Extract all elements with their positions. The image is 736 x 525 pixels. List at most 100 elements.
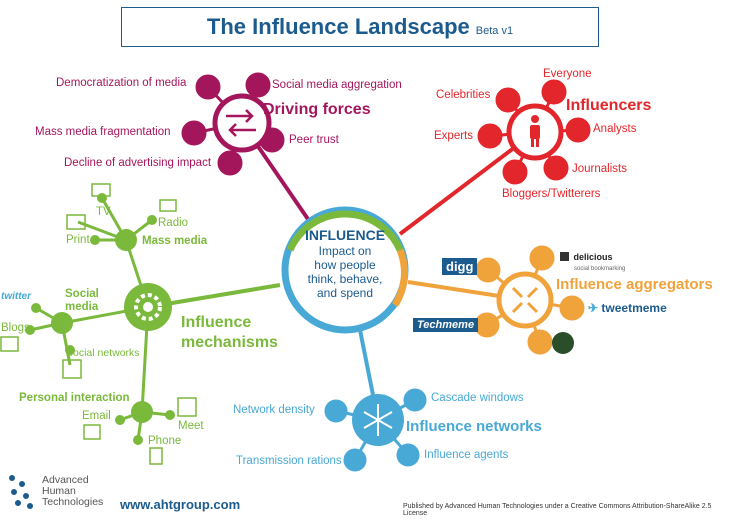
delicious-label: delicious <box>573 251 613 262</box>
blog-icon <box>0 336 19 352</box>
social-media-node <box>51 312 73 334</box>
personal-item: Email <box>82 410 111 422</box>
influencer-item: Bloggers/Twitterers <box>502 188 601 200</box>
influencer-item: Everyone <box>543 68 592 80</box>
network-item: Influence agents <box>424 449 509 461</box>
influencer-node <box>495 87 521 113</box>
company-name-line: Technologies <box>42 496 104 508</box>
personal-item: Phone <box>148 435 182 447</box>
aggregator-node <box>529 245 555 271</box>
delicious-tagline: social bookmarking <box>574 266 626 272</box>
network-node <box>396 443 420 467</box>
radio-icon <box>159 199 177 212</box>
personal-interaction-label: Personal interaction <box>19 392 130 404</box>
influencer-node <box>543 155 569 181</box>
company-name-line: Human <box>42 485 76 497</box>
social-icons <box>0 336 82 379</box>
social-media-label-line: Social <box>65 288 99 300</box>
center-line: Impact on <box>318 244 372 258</box>
social-media-label: Social media <box>65 288 99 314</box>
tweetmeme-label: tweetmeme <box>601 301 667 315</box>
mass-media-item: Radio <box>158 217 189 229</box>
tweetmeme-logo: ✈ tweetmeme <box>588 301 667 315</box>
influencer-node <box>565 117 591 143</box>
driving-node <box>245 72 271 98</box>
influencer-node <box>477 123 503 149</box>
digg-logo: digg <box>442 258 478 275</box>
center-line: think, behave, <box>307 272 383 286</box>
center-line: and spend <box>316 286 374 300</box>
delicious-icon <box>560 252 569 262</box>
phone-icon <box>149 447 163 465</box>
gear-icon <box>134 293 162 321</box>
center-line: how people <box>314 258 376 272</box>
tv-icon <box>91 183 111 197</box>
driving-forces-hub <box>212 93 272 153</box>
driving-node <box>195 74 221 100</box>
aggregator-node <box>527 329 553 355</box>
influencers-title: Influencers <box>566 97 652 114</box>
mechanisms-title: Influence mechanisms <box>181 313 278 353</box>
mass-media-label: Mass media <box>142 235 208 247</box>
network-node <box>343 448 367 472</box>
influencer-node <box>502 159 528 185</box>
network-item: Transmission rations <box>236 455 342 467</box>
driving-forces-item: Decline of advertising impact <box>64 157 212 169</box>
tweetmeme-icon: ✈ <box>588 301 599 315</box>
personal-item: Meet <box>178 420 204 432</box>
license-note: Published by Advanced Human Technologies… <box>403 503 712 517</box>
social-media-item: Social networks <box>66 347 140 359</box>
stumbleupon-logo <box>552 332 574 354</box>
driving-forces-title: Driving forces <box>263 101 371 118</box>
center-heading: INFLUENCE <box>304 227 386 243</box>
email-icon <box>83 424 101 440</box>
mechanisms-title-line: mechanisms <box>181 334 278 351</box>
networks-title: Influence networks <box>406 418 542 435</box>
techmeme-logo: Techmeme <box>413 318 479 332</box>
mass-media-item: TV <box>96 206 111 218</box>
influencer-item: Experts <box>434 130 473 142</box>
aggregators-title: Influence aggregators <box>556 276 713 293</box>
driving-node <box>217 150 243 176</box>
meet-icon <box>177 397 197 417</box>
snowflake-icon <box>363 404 393 436</box>
influencer-node <box>541 79 567 105</box>
print-icon <box>66 214 86 230</box>
social-media-label-line: media <box>65 301 99 313</box>
influencer-item: Celebrities <box>436 89 491 101</box>
personal-interaction-node <box>131 401 153 423</box>
network-item: Network density <box>233 404 315 416</box>
diagram-title: The Influence Landscape <box>206 14 470 39</box>
driving-forces-item: Social media aggregation <box>272 79 402 91</box>
social-network-icon <box>62 359 82 379</box>
mass-media-icons <box>66 183 177 230</box>
aggregator-node <box>559 295 585 321</box>
twitter-logo: twitter <box>1 291 31 302</box>
network-node <box>403 388 427 412</box>
website-link[interactable]: www.ahtgroup.com <box>120 497 241 512</box>
driving-node <box>181 120 207 146</box>
driving-forces-item: Democratization of media <box>56 77 187 89</box>
arrows-icon <box>226 109 256 137</box>
company-name: Advanced Human Technologies <box>42 475 103 508</box>
aggregators-hub <box>496 271 554 329</box>
converge-arrows-icon <box>511 286 539 314</box>
aggregator-node <box>474 312 500 338</box>
title-box: The Influence Landscape Beta v1 <box>121 7 599 47</box>
company-name-line: Advanced <box>42 474 89 486</box>
aggregator-spokes <box>474 245 585 355</box>
center-text: INFLUENCE Impact on how people think, be… <box>290 228 400 300</box>
influencer-item: Journalists <box>572 163 627 175</box>
mass-media-node <box>115 229 137 251</box>
mechanisms-title-line: Influence <box>181 314 252 331</box>
driving-forces-item: Mass media fragmentation <box>35 126 171 138</box>
mass-media-item: Print <box>66 234 90 246</box>
network-item: Cascade windows <box>431 392 524 404</box>
person-icon <box>530 115 540 147</box>
influencer-item: Analysts <box>593 123 637 135</box>
personal-icons <box>83 397 197 465</box>
aht-logo-icon <box>9 475 33 509</box>
network-node <box>324 399 348 423</box>
